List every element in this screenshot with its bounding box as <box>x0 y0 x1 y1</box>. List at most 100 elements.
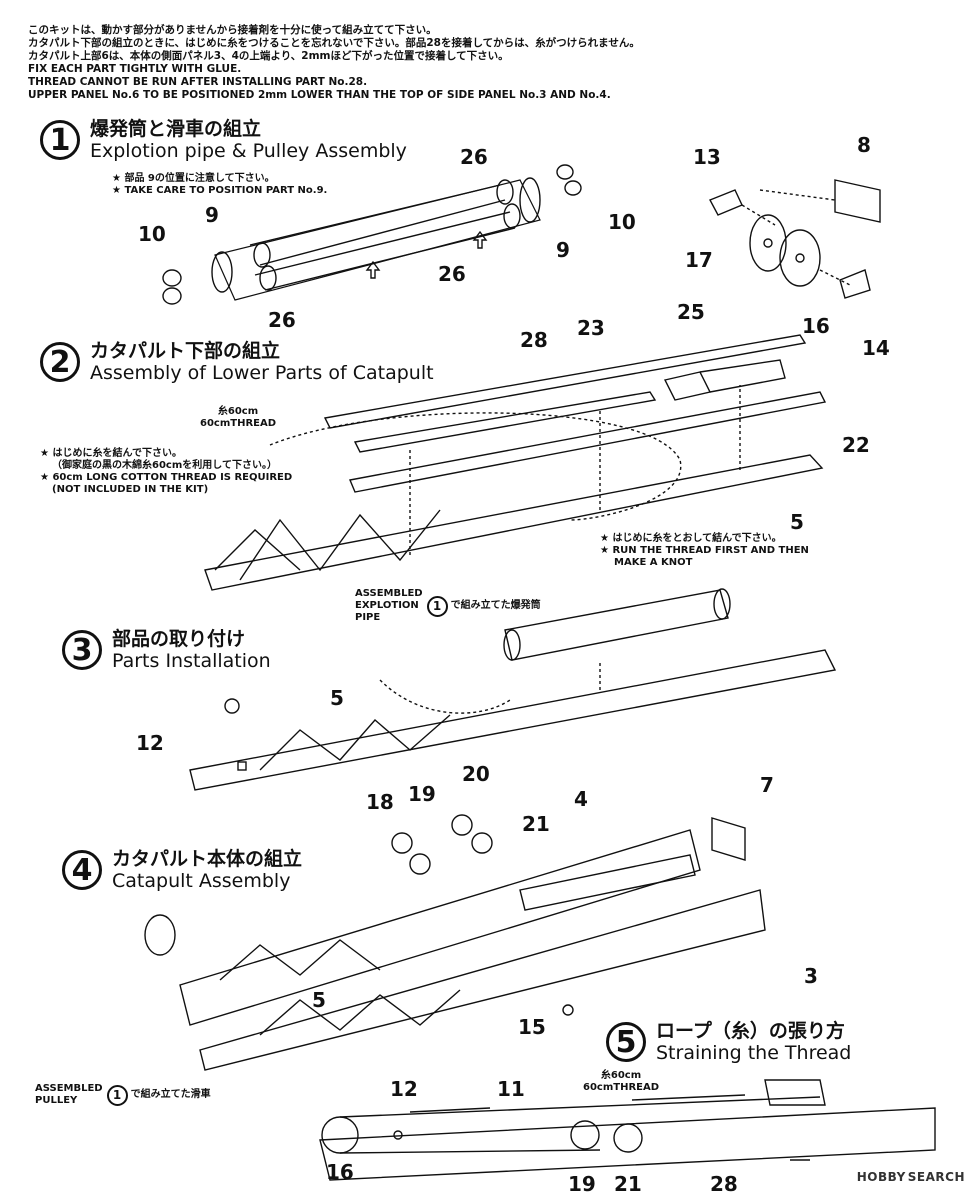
step-5-header: 5 ロープ（糸）の張り方 Straining the Thread <box>606 1020 851 1064</box>
note-line: ★ はじめに糸を結んで下さい。 <box>40 448 182 459</box>
note-line: （御家庭の黒の木綿糸60cmを利用して下さい。） <box>52 460 277 471</box>
instruction-notes: このキットは、動かす部分がありませんから接着剤を十分に使って組み立てて下さい。 … <box>28 24 640 102</box>
step-1-header: 1 爆発筒と滑車の組立 Explotion pipe & Pulley Asse… <box>40 118 407 162</box>
part-label: 12 <box>136 731 164 755</box>
part-label: 9 <box>556 238 570 262</box>
part-label: 23 <box>577 316 605 340</box>
note-line: ★ はじめに糸をとおして結んで下さい。 <box>600 533 782 544</box>
note-line: PULLEY <box>35 1095 78 1106</box>
step-4-header: 4 カタパルト本体の組立 Catapult Assembly <box>62 848 302 892</box>
part-label: 7 <box>760 773 774 797</box>
step-ref-circle: 1 <box>426 595 448 617</box>
note-jp: で組み立てた爆発筒 <box>450 600 541 611</box>
note-line: THREAD CANNOT BE RUN AFTER INSTALLING PA… <box>28 76 368 88</box>
note-line: FIX EACH PART TIGHTLY WITH GLUE. <box>28 63 242 75</box>
step5-thread-label: 糸60cm 60cmTHREAD <box>583 1070 659 1094</box>
part-label: 21 <box>614 1172 642 1196</box>
thread-routing-drawing <box>319 1079 936 1181</box>
watermark-brand: HOBBY <box>854 1170 908 1184</box>
step-3-header: 3 部品の取り付け Parts Installation <box>62 628 271 672</box>
note-line: ASSEMBLED <box>355 588 423 599</box>
part-label: 25 <box>677 300 705 324</box>
step-number: 1 <box>40 120 80 160</box>
note-line: ★ 部品 9の位置に注意して下さい。 <box>112 173 275 184</box>
thread-jp: 糸60cm <box>600 1070 642 1081</box>
step4-assembled-note: ASSEMBLED PULLEY 1 で組み立てた滑車 <box>35 1083 211 1107</box>
part-label: 10 <box>138 222 166 246</box>
part-label: 5 <box>312 988 326 1012</box>
step-2-header: 2 カタパルト下部の組立 Assembly of Lower Parts of … <box>40 340 434 384</box>
note-line: MAKE A KNOT <box>614 557 693 568</box>
part-label: 26 <box>460 145 488 169</box>
catapult-body-drawing <box>144 814 766 1071</box>
part-label: 10 <box>608 210 636 234</box>
note-line: カタパルト下部の組立のときに、はじめに糸をつけることを忘れないで下さい。部品28… <box>28 37 640 49</box>
note-line: (NOT INCLUDED IN THE KIT) <box>52 484 209 495</box>
part-label: 20 <box>462 762 490 786</box>
part-label: 5 <box>790 510 804 534</box>
note-line: ★ TAKE CARE TO POSITION PART No.9. <box>112 185 328 196</box>
step2-note-left: ★ はじめに糸を結んで下さい。 （御家庭の黒の木綿糸60cmを利用して下さい。）… <box>40 448 292 496</box>
step1-note: ★ 部品 9の位置に注意して下さい。 ★ TAKE CARE TO POSITI… <box>112 173 327 197</box>
note-line: UPPER PANEL No.6 TO BE POSITIONED 2mm LO… <box>28 89 611 101</box>
part-label: 21 <box>522 812 550 836</box>
note-line: ASSEMBLED <box>35 1083 103 1094</box>
part-label: 5 <box>330 686 344 710</box>
part-label: 28 <box>710 1172 738 1196</box>
note-line: このキットは、動かす部分がありませんから接着剤を十分に使って組み立てて下さい。 <box>28 24 437 36</box>
step-ref-circle: 1 <box>106 1084 128 1106</box>
step-title-en: Straining the Thread <box>656 1042 852 1064</box>
part-label: 8 <box>857 133 871 157</box>
step3-assembled-note: ASSEMBLED EXPLOTION PIPE 1 で組み立てた爆発筒 <box>355 588 541 624</box>
pulley-drawing <box>709 179 881 299</box>
step-title-en: Explotion pipe & Pulley Assembly <box>90 140 407 162</box>
step-title-en: Assembly of Lower Parts of Catapult <box>90 362 434 384</box>
part-label: 9 <box>205 203 219 227</box>
step2-note-right: ★ はじめに糸をとおして結んで下さい。 ★ RUN THE THREAD FIR… <box>600 533 809 569</box>
part-label: 16 <box>326 1160 354 1184</box>
note-jp: で組み立てた滑車 <box>130 1089 211 1100</box>
thread-en: 60cmTHREAD <box>583 1082 660 1093</box>
step-title-jp: カタパルト下部の組立 <box>90 340 281 362</box>
step-number: 5 <box>606 1022 646 1062</box>
part-label: 3 <box>804 964 818 988</box>
step-number: 2 <box>40 342 80 382</box>
part-label: 4 <box>574 787 588 811</box>
lower-catapult-drawing <box>204 334 827 591</box>
part-label: 26 <box>268 308 296 332</box>
step-title-en: Parts Installation <box>112 650 271 672</box>
part-label: 17 <box>685 248 713 272</box>
step2-thread-label: 糸60cm 60cmTHREAD <box>200 406 276 430</box>
part-label: 19 <box>568 1172 596 1196</box>
part-label: 22 <box>842 433 870 457</box>
part-label: 13 <box>693 145 721 169</box>
step-title-jp: カタパルト本体の組立 <box>112 848 303 870</box>
thread-jp: 糸60cm <box>217 406 259 417</box>
note-line: EXPLOTION <box>355 600 419 611</box>
step-title-jp: 爆発筒と滑車の組立 <box>90 118 262 140</box>
note-line: PIPE <box>355 612 381 623</box>
note-line: ★ 60cm LONG COTTON THREAD IS REQUIRED <box>40 472 293 483</box>
part-label: 16 <box>802 314 830 338</box>
explosion-pipe-drawing <box>162 164 582 305</box>
step-title-en: Catapult Assembly <box>112 870 291 892</box>
part-label: 19 <box>408 782 436 806</box>
step-title-jp: 部品の取り付け <box>112 628 246 650</box>
part-label: 26 <box>438 262 466 286</box>
step-title-jp: ロープ（糸）の張り方 <box>656 1020 845 1042</box>
part-label: 11 <box>497 1077 525 1101</box>
parts-installation-drawing <box>189 588 837 791</box>
part-label: 28 <box>520 328 548 352</box>
part-label: 18 <box>366 790 394 814</box>
part-label: 14 <box>862 336 890 360</box>
note-line: ★ RUN THE THREAD FIRST AND THEN <box>600 545 809 556</box>
part-label: 15 <box>518 1015 546 1039</box>
thread-en: 60cmTHREAD <box>200 418 277 429</box>
part-label: 12 <box>390 1077 418 1101</box>
step-number: 4 <box>62 850 102 890</box>
watermark-rest: SEARCH <box>907 1170 965 1184</box>
step-number: 3 <box>62 630 102 670</box>
note-line: カタパルト上部6は、本体の側面パネル3、4の上端より、2mmほど下がった位置で接… <box>28 50 509 62</box>
